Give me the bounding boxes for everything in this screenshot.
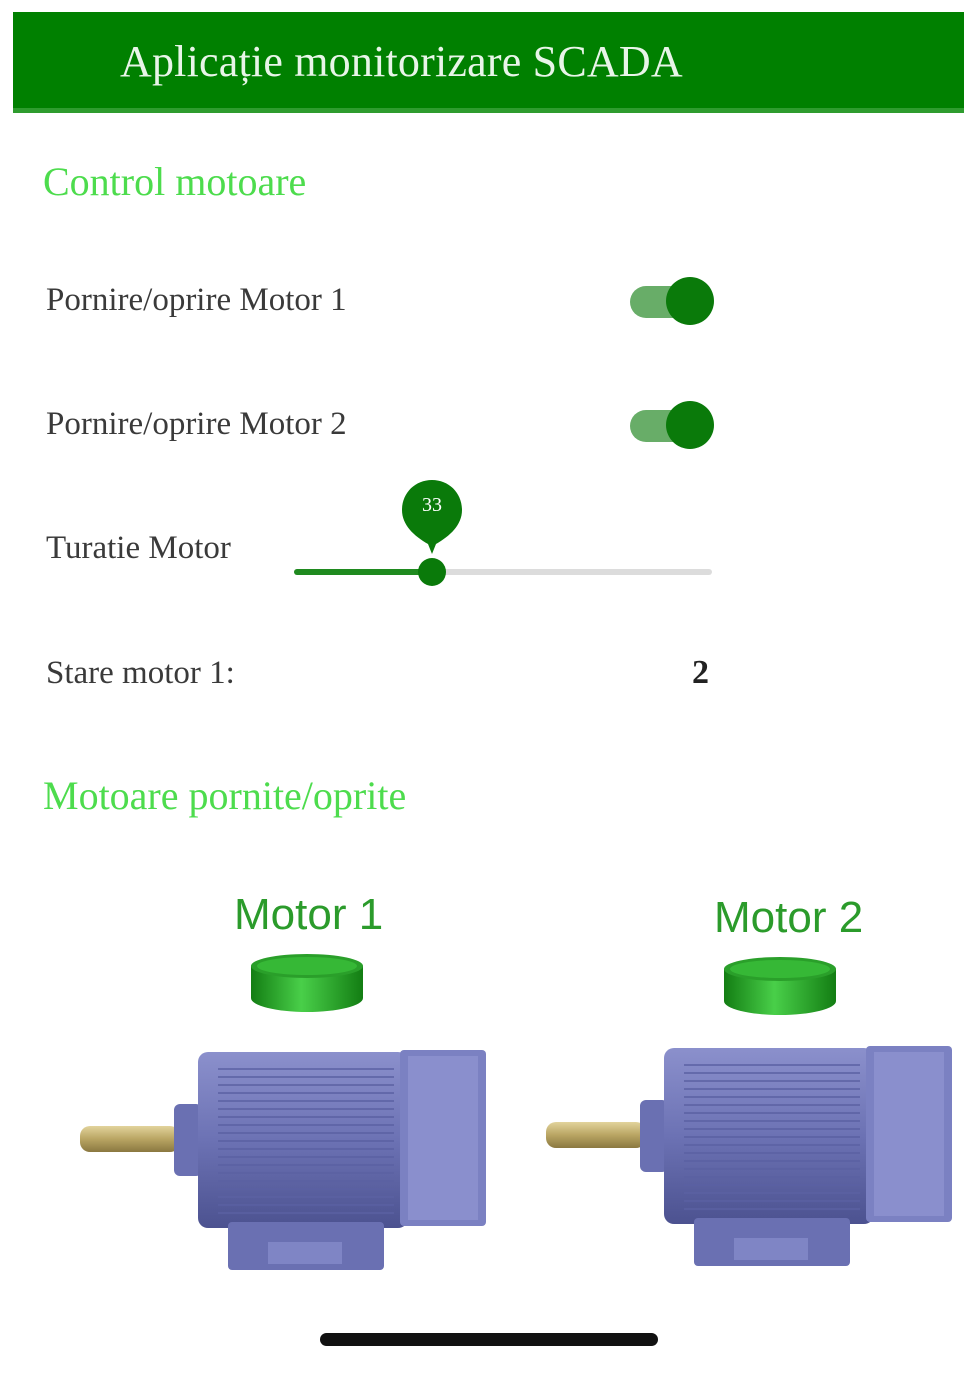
motor1-status-value: 2 bbox=[692, 654, 709, 691]
slider-value-bubble: 33 bbox=[400, 478, 464, 554]
toggle-thumb bbox=[666, 401, 714, 449]
motor1-motor-icon bbox=[80, 1050, 486, 1270]
motor1-status-indicator-icon bbox=[251, 954, 363, 1012]
toggle-thumb bbox=[666, 277, 714, 325]
slider-value-text: 33 bbox=[422, 494, 442, 516]
speed-slider-label: Turatie Motor bbox=[46, 530, 231, 566]
motors-section-title: Motoare pornite/oprite bbox=[43, 773, 407, 818]
motor1-status-label: Stare motor 1: bbox=[46, 655, 235, 691]
slider-bubble-shape bbox=[402, 480, 462, 554]
motor2-status-indicator-icon bbox=[724, 957, 836, 1015]
motor2-toggle[interactable] bbox=[628, 401, 714, 451]
slider-fill bbox=[294, 569, 432, 575]
app-title: Aplicație monitorizare SCADA bbox=[120, 37, 683, 86]
control-section-title: Control motoare bbox=[43, 159, 307, 204]
motor2-motor-icon bbox=[546, 1046, 952, 1266]
slider-thumb[interactable] bbox=[418, 558, 446, 586]
motor1-toggle[interactable] bbox=[628, 277, 714, 327]
slider-track[interactable] bbox=[294, 569, 712, 575]
app-bar: Aplicație monitorizare SCADA bbox=[13, 12, 964, 113]
motor2-label: Motor 2 bbox=[714, 893, 864, 942]
speed-slider[interactable]: 33 bbox=[294, 478, 712, 598]
motor2-toggle-label: Pornire/oprire Motor 2 bbox=[46, 406, 347, 442]
motor1-label: Motor 1 bbox=[234, 890, 384, 939]
motor1-toggle-label: Pornire/oprire Motor 1 bbox=[46, 282, 347, 318]
home-indicator[interactable] bbox=[320, 1333, 658, 1346]
